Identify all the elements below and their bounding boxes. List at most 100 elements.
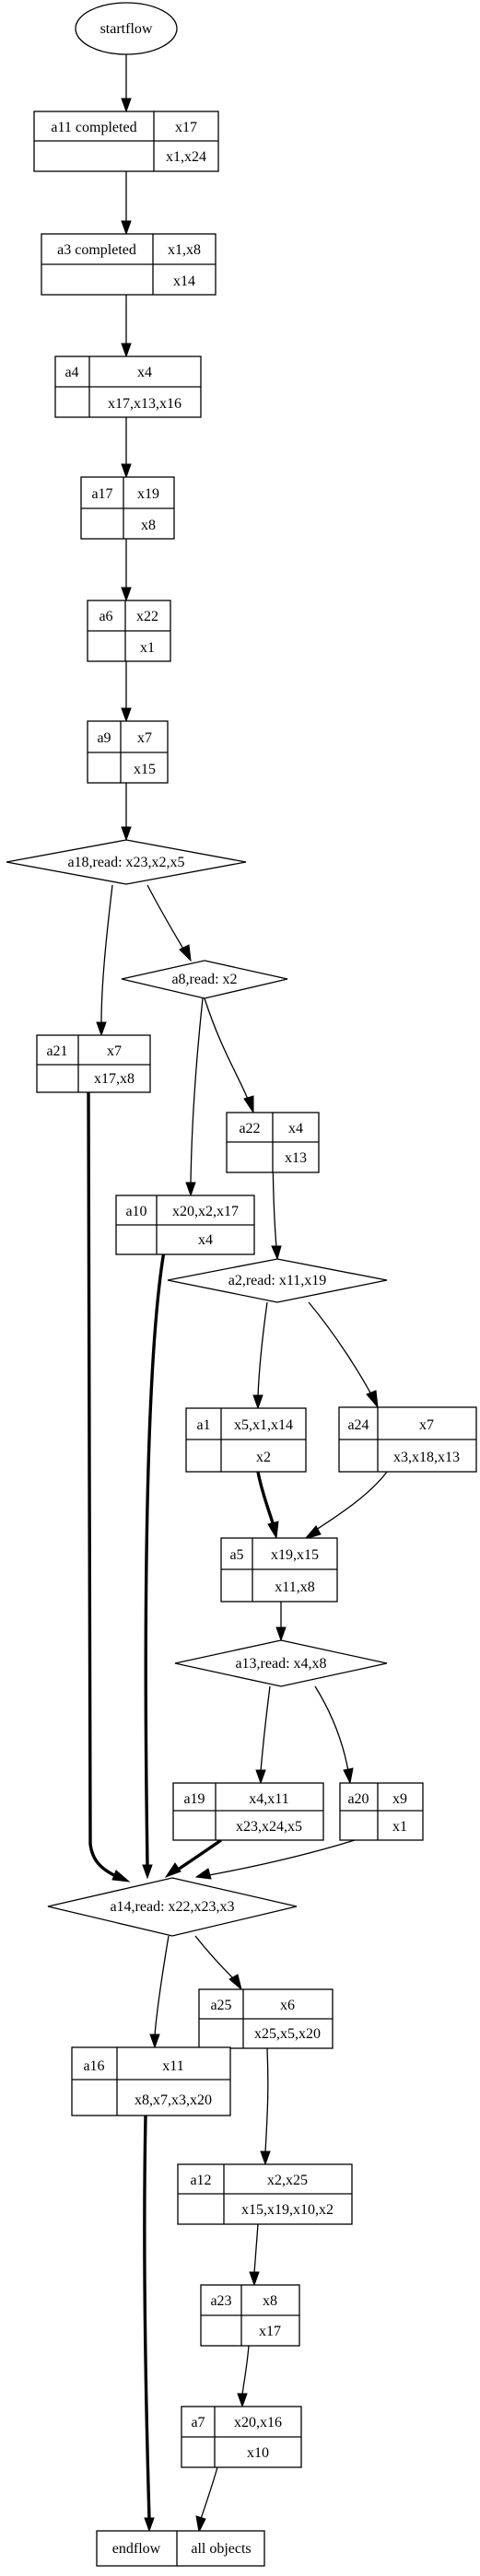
edge-a7-end [200, 2466, 218, 2520]
edge-a14-a16 [154, 1935, 170, 2036]
node-a10: a10 x20,x2,x17 x4 [115, 1195, 255, 1255]
node-a11-top: x17 [175, 120, 197, 135]
node-a7-bottom: x10 [247, 2445, 269, 2461]
node-a19-bottom: x23,x24,x5 [236, 1819, 302, 1835]
node-a14-label: a14,read: x22,x23,x3 [110, 1899, 234, 1915]
arrowhead [179, 944, 192, 962]
node-a25-bottom: x25,x5,x20 [254, 2026, 321, 2042]
arrowhead [121, 463, 132, 479]
node-a9: a9 x7 x15 [87, 720, 169, 784]
node-a5-name: a5 [229, 1547, 243, 1563]
node-a2: a2,read: x11,x19 [167, 1258, 388, 1303]
node-a21-name: a21 [46, 1043, 67, 1059]
node-a21-top: x7 [107, 1043, 122, 1059]
node-a17-top: x19 [137, 486, 159, 502]
node-a12: a12 x2,x25 x15,x19,x10,x2 [177, 2163, 353, 2225]
node-a9-top: x7 [137, 730, 152, 746]
node-a1-top: x5,x1,x14 [234, 1417, 293, 1433]
node-a18: a18,read: x23,x2,x5 [6, 839, 247, 885]
arrowhead [237, 2393, 248, 2408]
edge-a2-a1 [257, 1301, 268, 1397]
node-a3-top: x1,x8 [168, 242, 201, 258]
edge-a20-a14 [208, 1839, 356, 1876]
edge-a18-a21 [100, 884, 113, 1024]
node-a12-top: x2,x25 [267, 2173, 308, 2188]
arrowhead [249, 2271, 260, 2287]
node-a11-bottom: x1,x24 [166, 149, 206, 165]
node-a16-top: x11 [162, 2058, 183, 2074]
node-a22-top: x4 [288, 1121, 303, 1136]
node-a16-name: a16 [83, 2058, 104, 2074]
end-node-name: endflow [112, 2541, 161, 2557]
node-a23-top: x8 [263, 2293, 277, 2309]
edge-a13-a19 [260, 1685, 271, 1772]
arrowhead [121, 826, 132, 842]
edge-a10-a14 [144, 1224, 171, 1867]
node-a10-top: x20,x2,x17 [172, 1204, 239, 1219]
node-a16-bottom: x8,x7,x3,x20 [135, 2092, 212, 2108]
node-a21: a21 x7 x17,x8 [36, 1034, 151, 1093]
arrowhead [303, 1525, 322, 1540]
edge-a1-a5 [256, 1471, 275, 1527]
arrowhead [195, 2515, 206, 2534]
node-a24-bottom: x3,x18,x13 [393, 1450, 460, 1465]
edge-a8-a22 [204, 997, 250, 1102]
node-a13-label: a13,read: x4,x8 [235, 1656, 326, 1672]
node-a6-top: x22 [136, 609, 158, 624]
arrowhead [144, 2517, 155, 2533]
node-a5-bottom: x11,x8 [275, 1579, 314, 1595]
node-a22-bottom: x13 [285, 1150, 307, 1166]
node-a4: a4 x4 x17,x13,x16 [54, 356, 202, 418]
node-a5-top: x19,x15 [271, 1547, 319, 1563]
node-a20-bottom: x1 [392, 1819, 407, 1835]
node-a16: a16 x11 x8,x7,x3,x20 [71, 2046, 231, 2116]
node-a25-name: a25 [210, 1998, 231, 2013]
arrowhead [96, 1021, 107, 1037]
edge-a16-end [143, 2115, 151, 2520]
node-a2-label: a2,read: x11,x19 [228, 1273, 326, 1288]
edge-a19-a14 [177, 1838, 222, 1871]
edge-a25-a12 [264, 2047, 269, 2153]
node-a25: a25 x6 x25,x5,x20 [198, 1988, 334, 2049]
start-label: startflow [100, 21, 153, 37]
node-a7-name: a7 [191, 2415, 205, 2430]
node-a24: a24 x7 x3,x18,x13 [338, 1406, 477, 1473]
arrowhead [275, 1626, 287, 1642]
node-a18-label: a18,read: x23,x2,x5 [67, 855, 184, 870]
arrowhead [121, 220, 132, 236]
node-a23: a23 x8 x17 [200, 2284, 300, 2347]
arrowhead [121, 343, 132, 358]
node-a17-bottom: x8 [141, 518, 156, 533]
arrowhead [243, 1095, 254, 1114]
arrowhead [343, 1767, 354, 1785]
node-a11: a11 completed x17 x1,x24 [33, 111, 219, 172]
arrowhead [260, 2151, 271, 2166]
arrowhead [121, 587, 132, 602]
node-a20: a20 x9 x1 [339, 1782, 424, 1841]
node-a20-top: x9 [392, 1791, 407, 1807]
node-a12-bottom: x15,x19,x10,x2 [241, 2202, 334, 2218]
node-a22-name: a22 [239, 1121, 260, 1136]
node-a3-name: a3 completed [57, 242, 136, 258]
edge-a14-a25 [194, 1935, 236, 1981]
node-a20-name: a20 [347, 1791, 369, 1807]
arrowhead [194, 1868, 212, 1880]
arrowhead [185, 1182, 196, 1197]
node-a23-bottom: x17 [259, 2324, 281, 2339]
edges [87, 54, 388, 2534]
end-node: endflow all objects [96, 2530, 265, 2567]
node-a5: a5 x19,x15 x11,x8 [220, 1537, 338, 1603]
node-a17-name: a17 [91, 486, 112, 502]
node-a22: a22 x4 x13 [226, 1112, 320, 1173]
arrowhead [271, 1245, 282, 1261]
start-node: startflow [75, 2, 178, 55]
node-a1: a1 x5,x1,x14 x2 [185, 1407, 307, 1473]
edge-a13-a20 [314, 1685, 349, 1772]
node-a12-name: a12 [190, 2173, 211, 2188]
node-a10-name: a10 [125, 1204, 146, 1219]
node-a24-name: a24 [347, 1417, 369, 1433]
node-a1-name: a1 [196, 1417, 210, 1433]
node-a8-label: a8,read: x2 [171, 972, 237, 987]
arrowhead [121, 707, 132, 723]
